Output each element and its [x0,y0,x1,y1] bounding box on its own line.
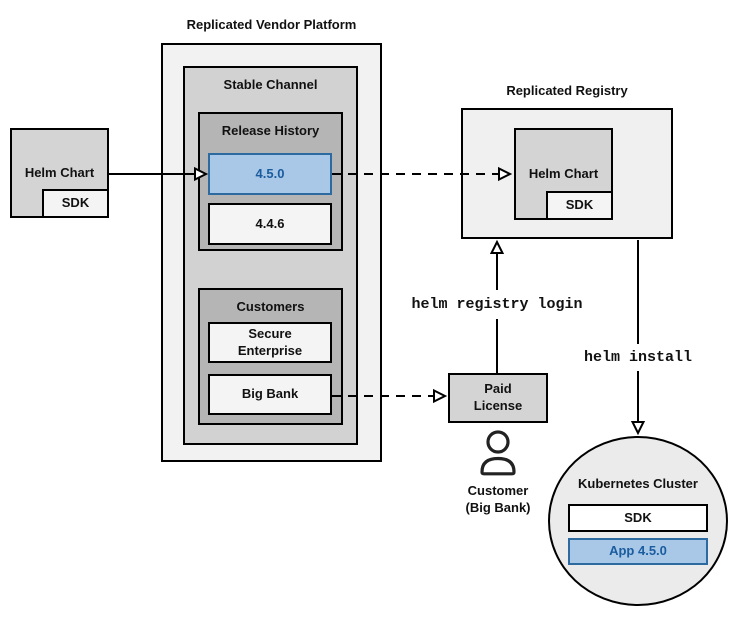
release-446-label: 4.4.6 [255,215,285,231]
release-history-title: Release History [221,123,320,138]
customer-secure-enterprise-label: Secure Enterprise [237,325,303,358]
kubernetes-cluster-circle: Kubernetes Cluster SDK App 4.5.0 [548,436,728,606]
paid-license-box: Paid License [448,373,548,423]
source-sdk-box: SDK [42,189,109,218]
paid-license-label: Paid License [473,381,523,413]
cluster-sdk-label: SDK [624,509,652,525]
cluster-app-box: App 4.5.0 [568,538,708,565]
kubernetes-cluster-title: Kubernetes Cluster [578,476,698,491]
vendor-platform-title: Replicated Vendor Platform [186,17,357,32]
customer-caption: Customer (Big Bank) [465,483,531,515]
stable-channel-title: Stable Channel [223,77,318,92]
source-helm-chart-label: Helm Chart [24,164,95,180]
helm-install-command: helm install [583,349,693,366]
registry-sdk-box: SDK [546,191,613,220]
registry-sdk-label: SDK [565,197,594,213]
customer-secure-enterprise-box: Secure Enterprise [208,322,332,363]
source-helm-chart-box: Helm Chart SDK [10,128,109,218]
helm-registry-login-command: helm registry login [411,296,583,313]
customers-title: Customers [236,299,305,314]
registry-helm-chart-box: Helm Chart SDK [514,128,613,220]
customer-big-bank-label: Big Bank [241,386,299,402]
cluster-sdk-box: SDK [568,504,708,532]
release-450-box: 4.5.0 [208,153,332,195]
helm-install-arrow [630,240,646,436]
release-450-label: 4.5.0 [255,165,285,181]
release-446-box: 4.4.6 [208,203,332,245]
person-icon [480,430,516,476]
customer-big-bank-box: Big Bank [208,374,332,415]
cluster-app-label: App 4.5.0 [609,543,667,559]
registry-title: Replicated Registry [506,83,628,98]
source-sdk-label: SDK [61,195,90,211]
registry-helm-chart-label: Helm Chart [528,165,599,181]
